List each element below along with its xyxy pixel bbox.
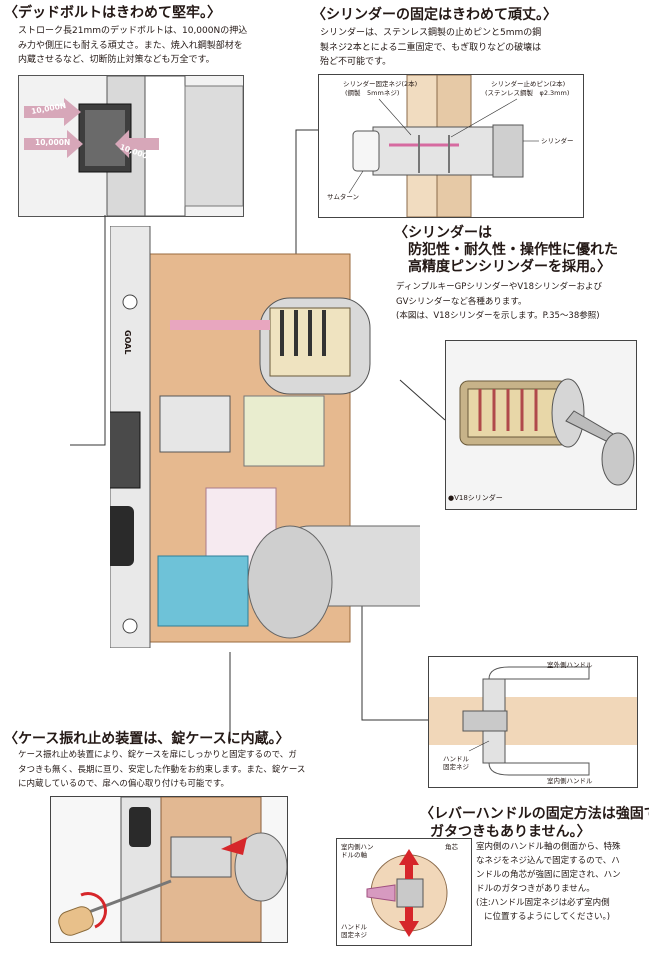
cylinder-label: シリンダー [541, 137, 574, 145]
cylinder-fix-drawing [348, 75, 539, 217]
cylinder-fix-description: シリンダーは、ステンレス鋼製の止めピンと5mmの鋼 製ネジ2本とによる二重固定で… [320, 28, 542, 67]
cylinder-fix-title: 〈シリンダーの固定はきわめて頑丈。〉 [312, 7, 557, 23]
cylinder-screw-label: シリンダー固定ネジ(2本) [343, 80, 418, 88]
pin-cylinder-description: ディンプルキーGPシリンダーやV18シリンダーおよび GVシリンダーなど各種あり… [396, 282, 602, 321]
handle-core-drawing [366, 849, 448, 937]
cylinder-fix-illustration: シリンダー固定ネジ(2本) (鋼製 5mmネジ) シリンダー止めピン(2本) (… [318, 74, 584, 218]
lock-body-drawing [110, 226, 420, 648]
handle-fix-illustration: 室外側ハンドル 室内側ハンドル ハンドル固定ネジ [428, 656, 638, 788]
v18-cylinder-illustration [445, 340, 637, 510]
lock-body-illustration: GOAL [110, 226, 420, 648]
thumbturn-label: サムターン [327, 193, 360, 201]
force-label-lower: 10,000N [35, 138, 71, 147]
cylinder-pin-label: シリンダー止めピン(2本) [491, 80, 566, 88]
handle-screw2-label: ハンドル固定ネジ [341, 923, 367, 939]
deadbolt-drawing [19, 76, 243, 216]
lever-handle-description: 室内側のハンドル軸の側面から、特殊 なネジをネジ込んで固定するので、ハ ンドルの… [476, 842, 621, 922]
handle-shaft-label: 室内側ハンドルの軸 [341, 843, 374, 859]
pin-cylinder-title: 〈シリンダーは 防犯性・耐久性・操作性に優れた 高精度ピンシリンダーを採用。〉 [394, 225, 618, 275]
v18-cylinder-caption: ●V18シリンダー [448, 494, 503, 502]
handle-core-illustration: 室内側ハンドルの軸 角芯 ハンドル固定ネジ [336, 838, 472, 946]
deadbolt-illustration: 10,000N 10,000N 10,000N [18, 75, 244, 217]
core-label: 角芯 [445, 843, 458, 851]
case-anti-vibration-drawing [51, 797, 287, 942]
cylinder-pin-sublabel: (ステンレス鋼製 φ2.3mm) [485, 89, 570, 97]
handle-fix-drawing [429, 666, 637, 776]
case-anti-vibration-illustration [50, 796, 288, 943]
indoor-handle-label: 室内側ハンドル [547, 777, 593, 785]
brand-label: GOAL [123, 330, 132, 355]
case-anti-vibration-title: 〈ケース振れ止め装置は、錠ケースに内蔵。〉 [4, 731, 290, 747]
lever-handle-title: 〈レバーハンドルの固定方法は強固で、 ガタつきもありません。〉 [420, 806, 649, 840]
v18-cylinder-drawing [446, 341, 636, 509]
deadbolt-description: ストローク長21mmのデッドボルトは、10,000Nの押込 み力や側圧にも耐える… [18, 26, 248, 65]
outdoor-handle-label: 室外側ハンドル [547, 661, 593, 669]
cylinder-screw-sublabel: (鋼製 5mmネジ) [345, 89, 400, 97]
case-anti-vibration-description: ケース振れ止め装置により、錠ケースを扉にしっかりと固定するので、ガ タつきも無く… [18, 750, 306, 789]
deadbolt-title: 〈デッドボルトはきわめて堅牢。〉 [4, 5, 221, 21]
handle-screw-label: ハンドル固定ネジ [443, 755, 469, 771]
